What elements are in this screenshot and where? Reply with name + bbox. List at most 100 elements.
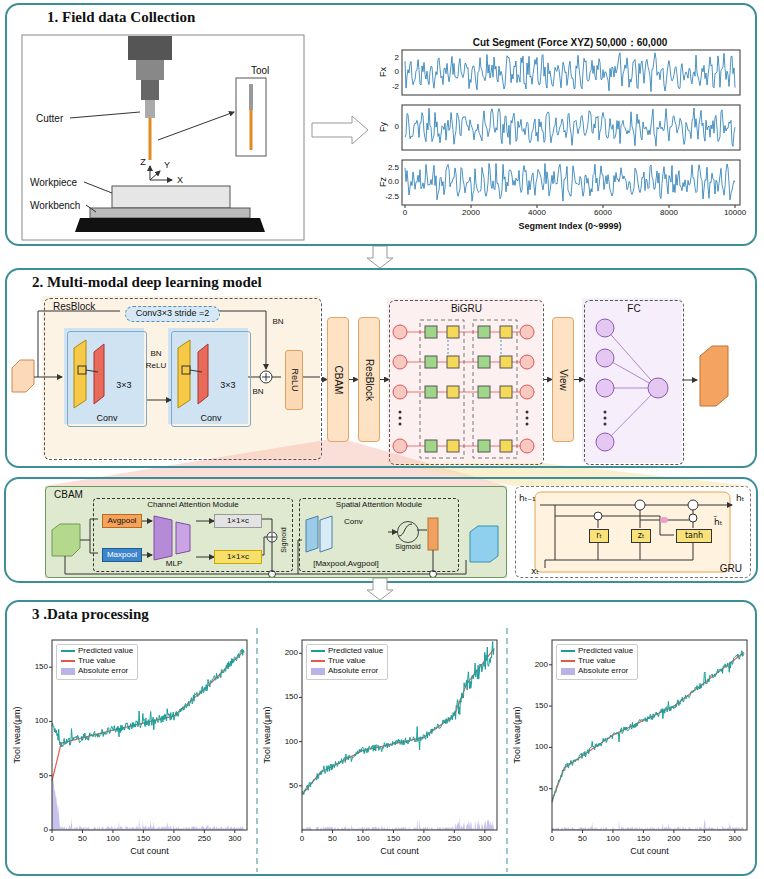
text-label: BN bbox=[252, 388, 263, 397]
layer-bar: View bbox=[552, 317, 574, 442]
node-text: ReLU bbox=[289, 368, 299, 391]
legend-line bbox=[61, 650, 75, 652]
node-text: 1. Field data Collection bbox=[47, 9, 195, 26]
legend-row: Absolute error bbox=[561, 667, 633, 677]
text-label: 0 bbox=[403, 209, 407, 218]
text-label: 150 bbox=[35, 663, 48, 672]
gate-box: tanh bbox=[676, 529, 712, 543]
node-text: 3×3 bbox=[116, 381, 131, 391]
text-label: 2000 bbox=[462, 209, 480, 218]
text-label: Tool wear(μm) bbox=[263, 706, 273, 763]
text-label: h̃ₜ bbox=[714, 518, 722, 528]
text-label: 200 bbox=[535, 660, 548, 669]
text-label: 0 bbox=[550, 835, 554, 844]
text-label: 200 bbox=[667, 835, 680, 844]
text-label: 50 bbox=[39, 771, 48, 780]
text-label: 6000 bbox=[594, 209, 612, 218]
flow-arrow bbox=[196, 521, 214, 522]
text-label: Cut count bbox=[380, 847, 419, 857]
node-text: [Maxpool,Avgpool] bbox=[313, 560, 379, 569]
text-label: 100 bbox=[35, 717, 48, 726]
legend-line bbox=[311, 660, 325, 662]
text-label: X bbox=[177, 176, 183, 186]
text-label: hₜ bbox=[736, 494, 744, 504]
mlp-block: MLP bbox=[152, 514, 196, 570]
hollow-arrow bbox=[367, 246, 393, 268]
legend-row: Predicted value bbox=[61, 647, 133, 657]
text-label: 50 bbox=[328, 835, 337, 844]
text-label: Cut count bbox=[630, 847, 669, 857]
text-label: 300 bbox=[478, 835, 491, 844]
text-label: 0 bbox=[395, 68, 399, 77]
flow-arrow bbox=[349, 379, 358, 380]
legend-row: Absolute error bbox=[311, 667, 383, 677]
legend-row: Absolute error bbox=[61, 667, 133, 677]
legend-swatch bbox=[61, 668, 75, 675]
text-label: 100 bbox=[606, 835, 619, 844]
text-label: Fz bbox=[379, 177, 389, 187]
text-label: 0 bbox=[395, 123, 399, 132]
text-label: Segment Index (0~9999) bbox=[519, 222, 622, 232]
legend-text: Absolute error bbox=[578, 666, 628, 675]
text-label: 200 bbox=[417, 835, 430, 844]
conv-block: 3×3Conv bbox=[67, 331, 147, 427]
node-text: Conv bbox=[344, 518, 363, 527]
node-text: Conv bbox=[96, 414, 117, 424]
flow-arrow bbox=[388, 532, 397, 533]
node-text: ResBlock bbox=[53, 301, 95, 312]
node-text: MLP bbox=[166, 560, 182, 569]
text-label: 150 bbox=[285, 693, 298, 702]
node-text: FC bbox=[627, 303, 640, 314]
text-label: 0 bbox=[50, 835, 54, 844]
flow-arrow bbox=[142, 521, 152, 522]
text-label: -2 bbox=[392, 83, 399, 92]
flow-arrow bbox=[544, 379, 552, 380]
text-label: 0 bbox=[44, 826, 48, 835]
text-label: ReLU bbox=[146, 362, 166, 371]
node-text: View bbox=[558, 369, 569, 391]
legend-text: Predicted value bbox=[328, 646, 383, 655]
text-label: 100 bbox=[535, 743, 548, 752]
text-label: Y bbox=[164, 161, 170, 171]
legend-line bbox=[311, 650, 325, 652]
text-label: 0.0 bbox=[388, 178, 399, 187]
legend-row: True value bbox=[311, 657, 383, 667]
text-label: 150 bbox=[387, 835, 400, 844]
legend-line bbox=[61, 660, 75, 662]
node-text: Sigmoid bbox=[395, 543, 420, 551]
text-label: 0 bbox=[300, 835, 304, 844]
node-text: zₜ bbox=[638, 532, 645, 541]
legend-row: Predicted value bbox=[311, 647, 383, 657]
node-text: CBAM bbox=[333, 365, 344, 394]
text-label: 50 bbox=[78, 835, 87, 844]
text-label: Workpiece bbox=[30, 177, 77, 188]
legend-line bbox=[561, 660, 575, 662]
text-label: 4000 bbox=[528, 209, 546, 218]
feature-stack: Conv [Maxpool,Avgpool] bbox=[304, 514, 388, 570]
node-text: 3 .Data processing bbox=[32, 606, 149, 623]
node-text: Conv bbox=[200, 414, 221, 424]
text-label: 100 bbox=[356, 835, 369, 844]
pool-box: Maxpool bbox=[102, 548, 142, 562]
legend-text: True value bbox=[328, 656, 366, 665]
text-label: Sigmoid bbox=[280, 527, 288, 552]
text-label: 100 bbox=[106, 835, 119, 844]
node-text: 3×3 bbox=[220, 381, 235, 391]
text-label: Cut count bbox=[130, 847, 169, 857]
text-label: Fy bbox=[379, 122, 389, 132]
node-text: 1×1×c bbox=[227, 517, 249, 526]
gate-box: rₜ bbox=[589, 529, 609, 543]
text-label: 150 bbox=[137, 835, 150, 844]
node-text: CBAM bbox=[54, 489, 83, 500]
module-box: FC bbox=[584, 300, 684, 465]
stride-box: Conv3×3 stride =2 bbox=[125, 306, 220, 322]
text-label: 10000 bbox=[724, 209, 746, 218]
node-text: Spatial Attention Module bbox=[336, 501, 422, 510]
node-text: Conv3×3 stride =2 bbox=[136, 309, 210, 319]
text-label: 2.5 bbox=[388, 164, 399, 173]
node-text: Avgpool bbox=[108, 517, 137, 526]
text-label: Cutter bbox=[36, 113, 63, 124]
text-label: 300 bbox=[728, 835, 741, 844]
legend-swatch bbox=[311, 668, 325, 675]
node-text: 1×1×c bbox=[227, 553, 249, 562]
